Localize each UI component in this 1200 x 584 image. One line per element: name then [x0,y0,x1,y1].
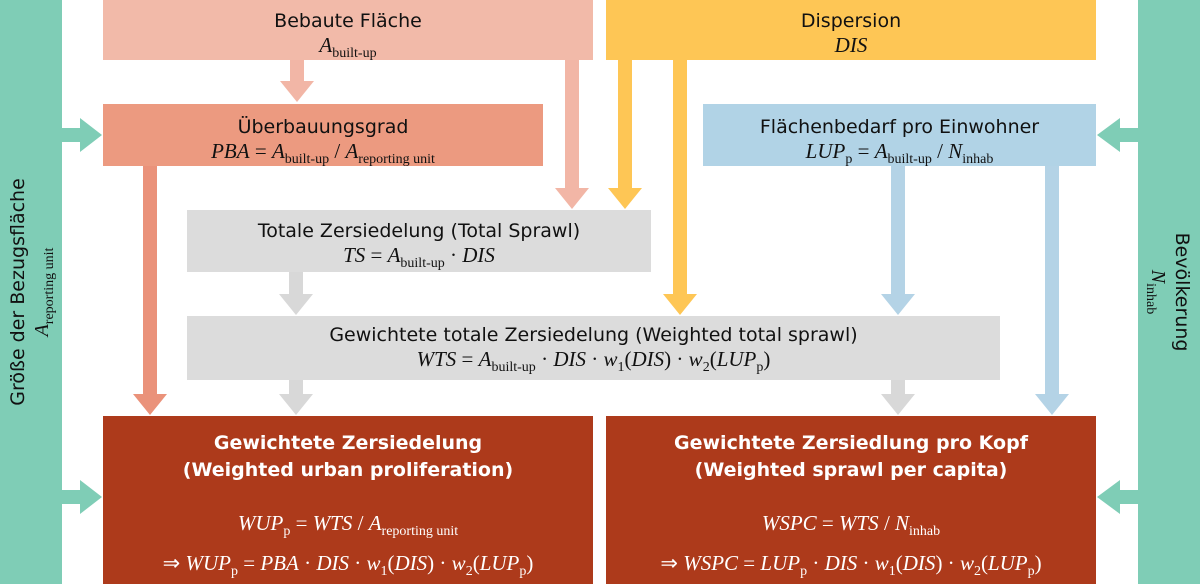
arrow-population-to-wspc [1097,480,1138,514]
pba-formula: PBA = Abuilt-up / Areporting unit [211,139,435,167]
built-up-area-box: Bebaute Fläche Abuilt-up [103,0,593,61]
wspc-formula: WSPC = WTS / Ninhab [761,511,941,539]
lup-formula: LUPp = Abuilt-up / Ninhab [805,139,994,167]
arrow-wts-to-wspc [881,380,915,415]
arrow-dis-to-ts [608,60,642,209]
dispersion-title: Dispersion [800,10,902,32]
built-up-area-formula: Abuilt-up [319,33,377,61]
built-up-area-title: Bebaute Fläche [274,10,422,32]
reference-area-panel: Größe der Bezugsfläche Areporting unit [0,0,62,584]
arrow-population-to-lup [1097,118,1138,152]
arrow-pba-to-wup [133,166,167,415]
weighted-total-sprawl-box: Gewichtete totale Zersiedelung (Weighted… [187,316,1000,380]
wup-title-de: Gewichtete Zersiedelung [213,432,483,454]
arrow-lup-to-wspc [1035,166,1069,415]
wts-formula: WTS = Abuilt-up · DIS · w1(DIS) · w2(LUP… [416,347,771,375]
arrow-area-to-wup [62,480,102,514]
land-uptake-box: Flächenbedarf pro Einwohner LUPp = Abuil… [703,104,1096,167]
total-sprawl-title: Totale Zersiedelung (Total Sprawl) [257,220,581,242]
degree-of-built-up-title: Überbauungsgrad [237,116,409,138]
dispersion-formula: DIS [834,33,868,57]
ts-formula: TS = Abuilt-up · DIS [343,243,495,271]
wup-title-en: (Weighted urban proliferation) [182,459,514,481]
wspc-title-de: Gewichtete Zersiedlung pro Kopf [674,432,1028,454]
arrow-dis-to-wts [663,60,697,315]
arrow-builtup-to-ts [555,60,589,209]
weighted-total-sprawl-title: Gewichtete totale Zersiedelung (Weighted… [329,324,858,346]
wspc-title-en: (Weighted sprawl per capita) [694,459,1008,481]
degree-of-built-up-box: Überbauungsgrad PBA = Abuilt-up / Arepor… [103,104,543,167]
wup-formula: WUPp = WTS / Areporting unit [237,511,459,539]
dispersion-box: Dispersion DIS [606,0,1096,60]
arrow-builtup-to-pba [280,60,314,102]
arrow-ts-to-wts [279,272,313,315]
population-panel: Bevölkerung Ninhab [1138,0,1200,584]
wup-expanded-formula: ⇒ WUPp = PBA · DIS · w1(DIS) · w2(LUPp) [162,551,534,579]
total-sprawl-box: Totale Zersiedelung (Total Sprawl) TS = … [187,210,651,272]
weighted-urban-proliferation-box: Gewichtete Zersiedelung (Weighted urban … [103,416,593,584]
arrow-area-to-pba [62,118,102,152]
weighted-sprawl-per-capita-box: Gewichtete Zersiedlung pro Kopf (Weighte… [606,416,1096,584]
wspc-expanded-formula: ⇒ WSPC = LUPp · DIS · w1(DIS) · w2(LUPp) [660,551,1042,579]
land-uptake-title: Flächenbedarf pro Einwohner [759,116,1040,138]
arrow-lup-to-wts [881,166,915,315]
arrow-wts-to-wup [279,380,313,415]
